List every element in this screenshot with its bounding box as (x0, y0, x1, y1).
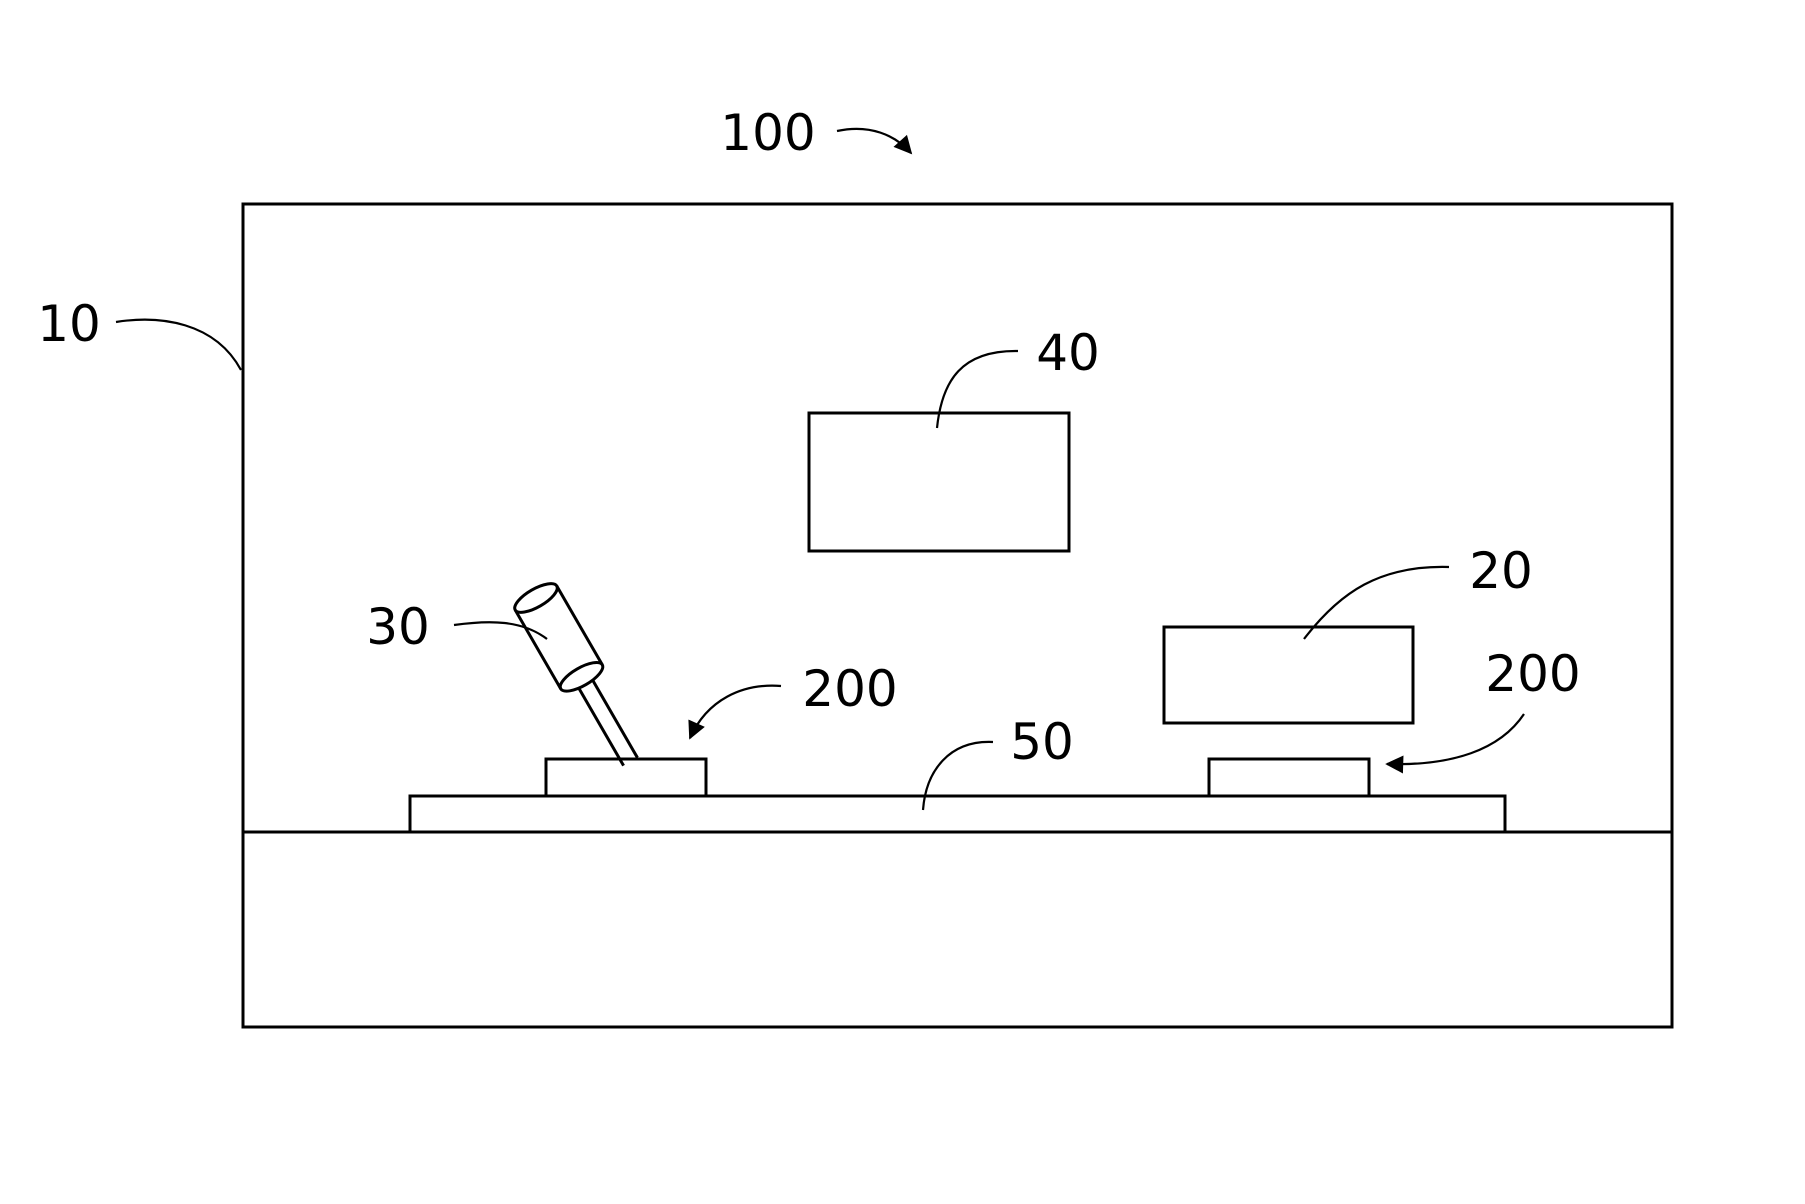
label-40: 40 (1036, 324, 1100, 382)
label-30: 30 (366, 598, 430, 656)
workpiece-right (1209, 759, 1369, 796)
stage (410, 796, 1505, 832)
label-20: 20 (1469, 542, 1533, 600)
label-200-right: 200 (1485, 645, 1580, 703)
leader-10 (116, 320, 241, 370)
label-10: 10 (37, 295, 101, 353)
workpiece-left (546, 759, 706, 796)
unit-20-box (1164, 627, 1413, 723)
label-100: 100 (720, 104, 815, 162)
label-200-left: 200 (802, 660, 897, 718)
unit-40-box (809, 413, 1069, 551)
housing-outline (243, 204, 1672, 1027)
label-50: 50 (1010, 713, 1074, 771)
leader-100-arrow (837, 129, 911, 153)
